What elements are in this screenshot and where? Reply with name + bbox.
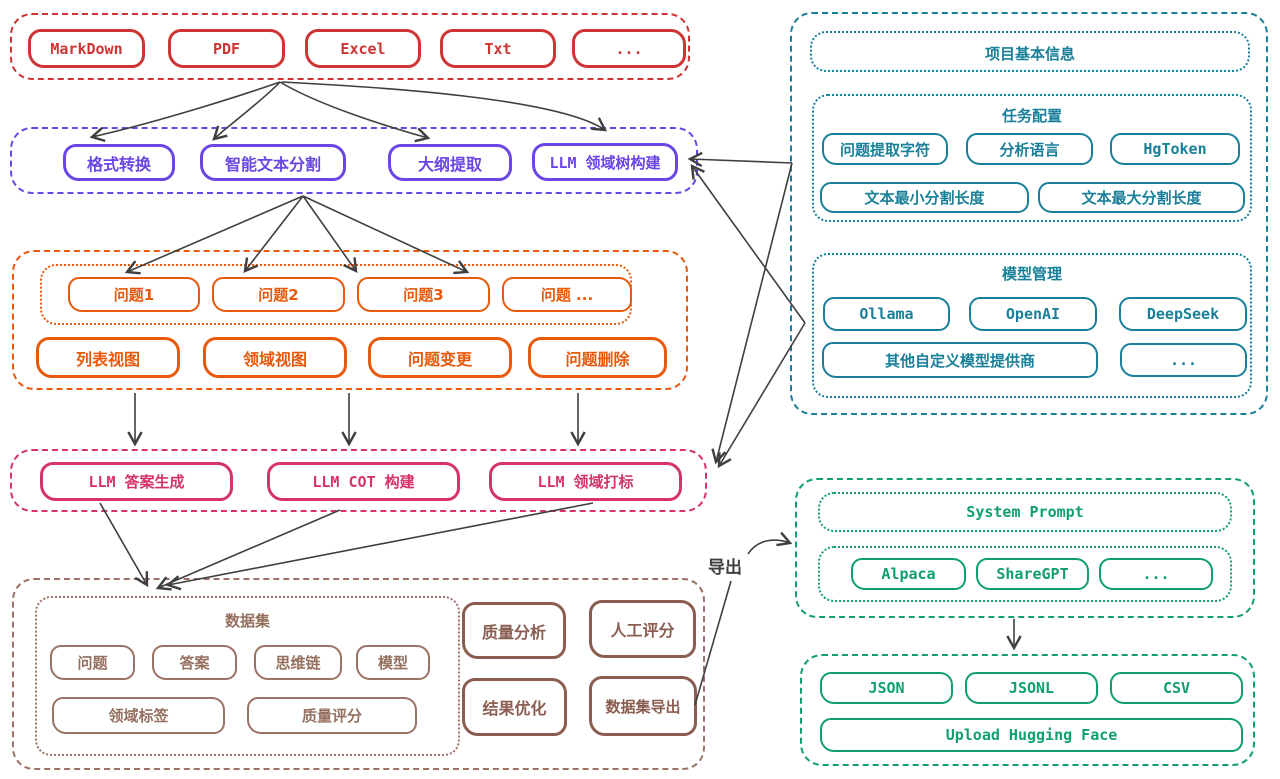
project-info-title: 项目基本信息 (984, 45, 1075, 63)
model-mgmt-title: 模型管理 (1001, 265, 1062, 283)
dataset-export-box: 数据集导出 (589, 676, 697, 736)
source-txt-box: Txt (440, 29, 556, 68)
stage-domain-tree-box: LLM 领域树构建 (532, 143, 678, 181)
question-more-box: 问题 ... (502, 277, 632, 312)
alpaca-box: Alpaca (851, 558, 966, 590)
model-mgmt-group: 模型管理 (812, 253, 1252, 398)
format-group (818, 546, 1232, 602)
field-quality-score-box: 质量评分 (247, 697, 417, 734)
sharegpt-box: ShareGPT (976, 558, 1089, 590)
openai-box: OpenAI (969, 297, 1097, 331)
list-view-box: 列表视图 (36, 337, 180, 378)
field-domain-label-box: 领域标签 (52, 697, 225, 734)
csv-box: CSV (1110, 672, 1243, 704)
deepseek-box: DeepSeek (1119, 297, 1247, 331)
domain-view-box: 领域视图 (203, 337, 347, 378)
quality-analysis-box: 质量分析 (462, 602, 566, 659)
format-more-box: ... (1099, 558, 1213, 590)
provider-more-box: ... (1120, 343, 1247, 377)
project-info-group: 项目基本信息 (810, 31, 1250, 72)
field-question-box: 问题 (50, 645, 135, 680)
question-change-box: 问题变更 (368, 337, 512, 378)
field-cot-box: 思维链 (254, 645, 342, 680)
llm-domain-tag-box: LLM 领域打标 (489, 462, 682, 501)
export-panel (795, 478, 1255, 618)
output-panel (800, 654, 1255, 766)
stage-format-convert-box: 格式转换 (63, 144, 175, 181)
ollama-box: Ollama (823, 297, 950, 331)
task-config-title: 任务配置 (1001, 107, 1062, 125)
system-prompt-group: System Prompt (818, 492, 1232, 532)
export-label: 导出 (708, 558, 742, 578)
result-optimize-box: 结果优化 (462, 678, 567, 736)
dataset-title: 数据集 (224, 612, 270, 630)
llm-answer-gen-box: LLM 答案生成 (40, 462, 233, 501)
stage-outline-extract-box: 大纲提取 (388, 144, 512, 181)
task-config-group: 任务配置 (812, 94, 1252, 222)
source-markdown-box: MarkDown (28, 29, 145, 68)
source-files-group (10, 13, 690, 80)
custom-provider-box: 其他自定义模型提供商 (822, 342, 1098, 378)
dataset-fields-group: 数据集 (35, 596, 460, 756)
question-3-box: 问题3 (357, 277, 490, 312)
question-1-box: 问题1 (68, 277, 200, 312)
question-delete-box: 问题删除 (528, 337, 667, 378)
analysis-language-box: 分析语言 (966, 133, 1093, 165)
question-extract-chars-box: 问题提取字符 (822, 133, 948, 165)
stage-text-split-box: 智能文本分割 (200, 144, 346, 181)
manual-score-box: 人工评分 (589, 600, 696, 658)
hg-token-box: HgToken (1110, 133, 1240, 165)
source-pdf-box: PDF (168, 29, 285, 68)
question-2-box: 问题2 (212, 277, 345, 312)
max-split-length-box: 文本最大分割长度 (1038, 182, 1245, 213)
source-more-box: ... (572, 29, 686, 68)
jsonl-box: JSONL (965, 672, 1098, 704)
source-excel-box: Excel (305, 29, 421, 68)
min-split-length-box: 文本最小分割长度 (820, 182, 1029, 213)
field-model-box: 模型 (356, 645, 430, 680)
json-box: JSON (820, 672, 953, 704)
field-answer-box: 答案 (152, 645, 237, 680)
system-prompt-title: System Prompt (966, 503, 1084, 521)
llm-cot-build-box: LLM COT 构建 (267, 462, 460, 501)
upload-hf-box: Upload Hugging Face (820, 718, 1243, 752)
